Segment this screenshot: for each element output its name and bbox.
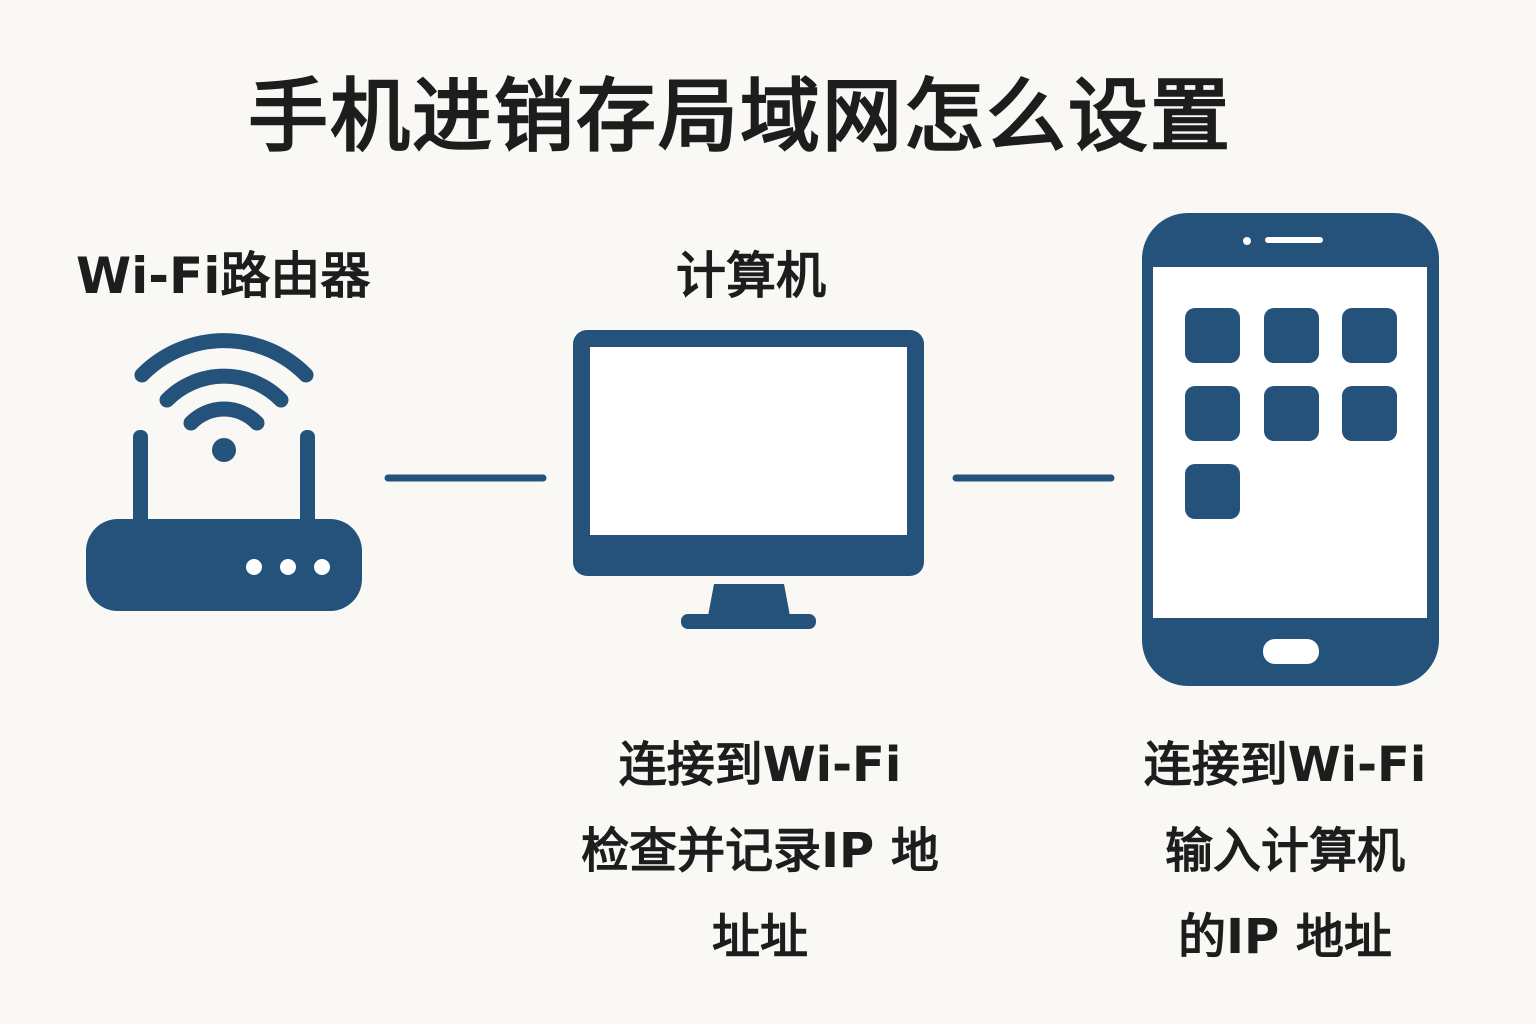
computer-step-3: 址址: [711, 909, 808, 965]
router-label: Wi-Fi路由器: [76, 247, 371, 305]
computer-steps: 连接到Wi-Fi 检查并记录IP 地 址址: [540, 722, 980, 980]
app-grid-icons: [1185, 308, 1397, 519]
smartphone-icon: [1142, 213, 1439, 686]
phone-step-2: 输入计算机: [1164, 823, 1405, 879]
computer-step-1: 连接到Wi-Fi: [618, 737, 902, 793]
computer-label: 计算机: [676, 247, 826, 305]
phone-steps: 连接到Wi-Fi 输入计算机 的IP 地址: [1080, 722, 1490, 980]
computer-step-2: 检查并记录IP 地: [581, 823, 939, 879]
phone-step-1: 连接到Wi-Fi: [1143, 737, 1427, 793]
wifi-router-icon: [86, 333, 362, 611]
page-title: 手机进销存局域网怎么设置: [248, 70, 1232, 163]
phone-step-3: 的IP 地址: [1178, 909, 1392, 965]
monitor-icon: [573, 330, 924, 629]
